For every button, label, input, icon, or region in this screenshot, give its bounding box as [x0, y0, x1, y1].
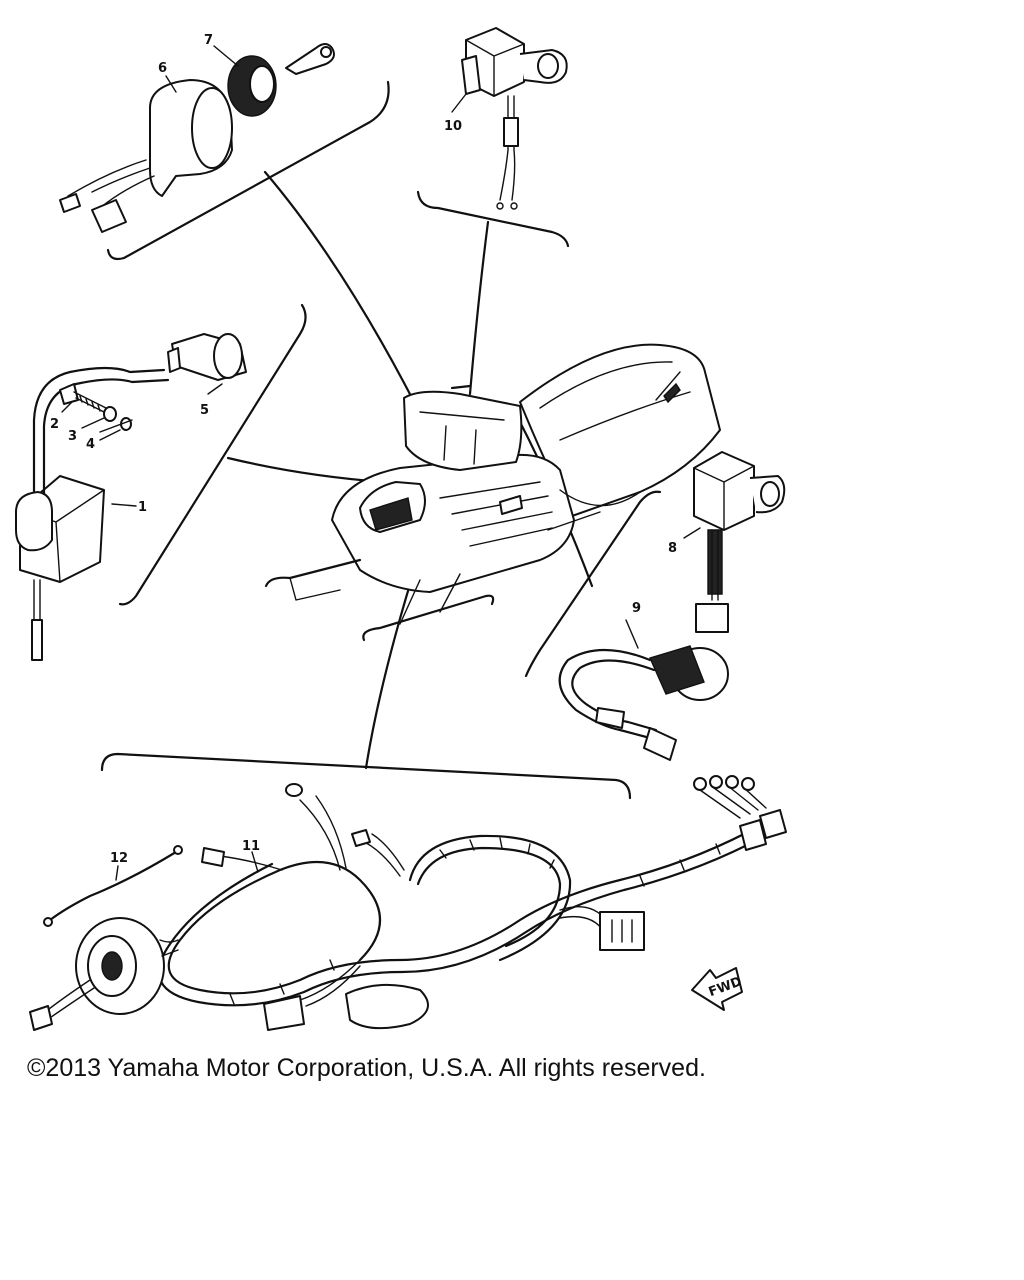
callout-8: 8	[668, 541, 677, 556]
lead-wire	[43, 845, 183, 927]
callout-11: 11	[242, 839, 260, 854]
bracket-harness-group	[100, 752, 632, 800]
bracket-coil-group	[118, 303, 307, 606]
leader-ignition	[263, 170, 414, 400]
ignition-coil	[15, 366, 170, 661]
callout-10: 10	[444, 119, 462, 134]
callout-7: 7	[204, 33, 213, 48]
snowmobile	[264, 343, 721, 642]
bolt-and-washers	[59, 383, 133, 433]
callout-4: 4	[86, 437, 95, 452]
light-unit	[29, 917, 179, 1031]
handlebar-switch-10	[461, 27, 568, 210]
copyright-notice: ©2013 Yamaha Motor Corporation, U.S.A. A…	[27, 1054, 706, 1082]
key-cylinder	[227, 43, 335, 117]
bracket-switch-9-group	[524, 490, 662, 678]
parts-diagram: FWD 1 2 3 4 5 6 7 8 9 10 11	[15, 27, 787, 1031]
wire-harness	[157, 775, 787, 1031]
callout-3: 3	[68, 429, 77, 444]
callout-12: 12	[110, 851, 128, 866]
callout-2: 2	[50, 417, 59, 432]
callout-1: 1	[138, 500, 147, 515]
handlebar-switch-8	[693, 451, 786, 633]
fwd-arrow: FWD	[691, 967, 744, 1011]
bracket-ignition-group	[106, 80, 390, 261]
bracket-switch-10-group	[416, 190, 570, 248]
callout-9: 9	[632, 601, 641, 616]
stop-switch	[558, 645, 729, 761]
callout-5: 5	[200, 403, 209, 418]
callouts: 1 2 3 4 5 6 7 8 9 10 11 12	[50, 33, 701, 881]
main-switch	[59, 79, 233, 233]
spark-plug-cap	[167, 333, 247, 381]
leader-switch-10	[468, 220, 490, 396]
callout-6: 6	[158, 61, 167, 76]
